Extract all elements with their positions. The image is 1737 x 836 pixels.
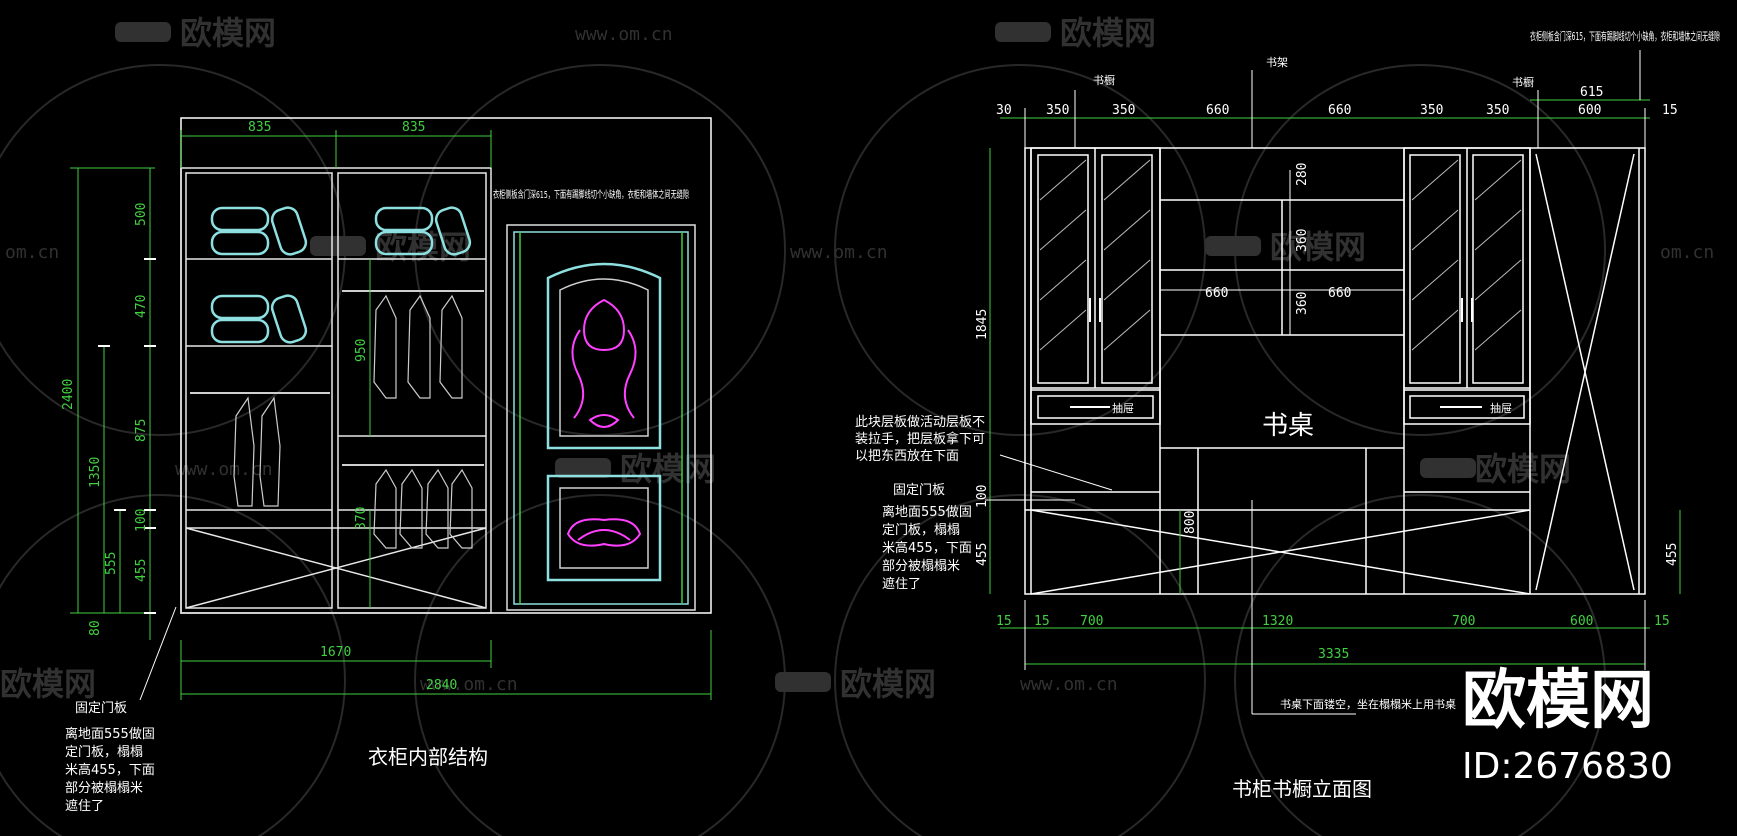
dim-label: 350: [1486, 103, 1509, 118]
watermark-layer: 欧模网 欧模网 欧模网 欧模网 欧模网 欧模网 欧模网 欧模网 www.om.c…: [0, 14, 1714, 836]
dim-label: 30: [996, 103, 1012, 118]
watermark-brand: 欧模网: [620, 450, 716, 488]
dim-label: 800: [1183, 511, 1198, 534]
dim-label: 455: [975, 543, 990, 566]
note-shelf-line: 此块层板做活动层板不: [855, 415, 985, 430]
watermark-brand: 欧模网: [375, 228, 471, 266]
dim-label: 455: [134, 559, 149, 582]
dim-label: 660: [1205, 286, 1228, 301]
note-fixed-line: 定门板，榻榻: [882, 523, 960, 538]
dim-label: 350: [1046, 103, 1069, 118]
dim-label: 100: [134, 509, 149, 532]
sofa-logo-icon: [115, 22, 1476, 692]
watermark-site-short: om.cn: [5, 242, 59, 263]
dim-label: 470: [134, 295, 149, 318]
dim-label: 360: [1295, 229, 1310, 252]
note-fixed-line: 米高455，下面: [65, 762, 155, 778]
watermark-id: ID:2676830: [1462, 746, 1673, 787]
note-fixed-line: 遮住了: [65, 798, 104, 814]
dim-label: 3335: [1318, 647, 1349, 662]
note-fixed-line: 遮住了: [882, 576, 921, 592]
watermark-brand: 欧模网: [1270, 228, 1366, 266]
label-bookcase-left: 书橱: [1093, 73, 1115, 87]
watermark-site: www.om.cn: [175, 459, 273, 480]
watermark-site: www.om.cn: [575, 24, 673, 45]
dim-label: 1670: [320, 645, 351, 660]
note-fixed-line: 部分被榻榻米: [65, 781, 143, 796]
watermark-brand: 欧模网: [0, 665, 96, 703]
label-bookcase-right: 书橱: [1512, 75, 1534, 89]
dim-label: 600: [1578, 103, 1601, 118]
dim-label: 835: [402, 120, 425, 135]
dim-label: 1350: [88, 457, 103, 488]
wardrobe-drawing: 835 835 1670 2840 2400 500 470 875 100 4…: [61, 117, 712, 814]
watermark-brand: 欧模网: [840, 665, 936, 703]
dim-label: 350: [1112, 103, 1135, 118]
dim-label: 15: [1662, 103, 1678, 118]
dim-label: 660: [1328, 103, 1351, 118]
dim-label: 360: [1295, 292, 1310, 315]
note-fixed-line: 定门板，榻榻: [65, 745, 143, 760]
dim-label: 500: [134, 203, 149, 226]
dim-label: 950: [354, 339, 369, 362]
watermark-site: www.om.cn: [790, 242, 888, 263]
dim-label: 455: [1665, 543, 1680, 566]
dim-label: 15: [1654, 614, 1670, 629]
dim-label: 875: [134, 419, 149, 442]
dim-label: 280: [1295, 163, 1310, 186]
label-shelf: 书架: [1266, 56, 1288, 69]
dim-label: 80: [88, 620, 103, 636]
note-shelf-line: 装拉手，把层板拿下可: [855, 431, 985, 447]
label-desk: 书桌: [1262, 411, 1314, 441]
dim-label: 555: [104, 552, 119, 575]
note-fixed-line: 部分被榻榻米: [882, 559, 960, 574]
note-side-panel: 衣柜侧板含门深615，下面有踢脚线切个小缺角，衣柜和墙体之间无缝隙: [493, 188, 689, 201]
bookcase-drawing: 30 350 350 660 660 350 350 600 15 615 28…: [855, 29, 1720, 801]
note-fixed-line: 离地面555做固: [882, 504, 972, 520]
watermark-brand: 欧模网: [1060, 14, 1156, 52]
note-fixed-label: 固定门板: [893, 483, 945, 498]
dim-label: 660: [1328, 286, 1351, 301]
dim-label: 835: [248, 120, 271, 135]
note-fixed-label: 固定门板: [75, 701, 127, 716]
dim-label: 370: [354, 507, 369, 530]
watermark-brand: 欧模网: [180, 14, 276, 52]
dim-label: 1845: [975, 309, 990, 340]
note-desk: 书桌下面镂空，坐在榻榻米上用书桌: [1280, 697, 1456, 711]
dim-label: 1320: [1262, 614, 1293, 629]
note-fixed-line: 离地面555做固: [65, 726, 155, 742]
note-fixed-line: 米高455，下面: [882, 540, 972, 556]
watermark-site: www.om.cn: [1020, 674, 1118, 695]
watermark-corner: 欧模网 ID:2676830: [1462, 664, 1673, 787]
watermark-site: www.om.cn: [420, 674, 518, 695]
note-shelf-line: 以把东西放在下面: [855, 449, 959, 464]
label-drawer: 抽屉: [1112, 401, 1134, 415]
dim-label: 700: [1452, 614, 1475, 629]
watermark-brand: 欧模网: [1475, 450, 1571, 488]
dim-label: 15: [996, 614, 1012, 629]
dim-label: 615: [1580, 85, 1603, 100]
dim-label: 100: [975, 485, 990, 508]
drawing-title: 书柜书橱立面图: [1232, 777, 1372, 801]
note-side-panel: 衣柜侧板含门深615，下面有踢脚线切个小缺角，衣柜和墙体之间无缝隙: [1530, 29, 1720, 43]
watermark-brand-large: 欧模网: [1462, 664, 1654, 738]
dim-label: 2400: [61, 379, 76, 410]
dim-label: 660: [1206, 103, 1229, 118]
watermark-site-short: om.cn: [1660, 242, 1714, 263]
dim-label: 350: [1420, 103, 1443, 118]
dim-label: 600: [1570, 614, 1593, 629]
dim-label: 2840: [426, 678, 457, 693]
label-drawer: 抽屉: [1490, 401, 1512, 415]
drawing-title: 衣柜内部结构: [368, 745, 488, 769]
dim-label: 700: [1080, 614, 1103, 629]
dim-label: 15: [1034, 614, 1050, 629]
